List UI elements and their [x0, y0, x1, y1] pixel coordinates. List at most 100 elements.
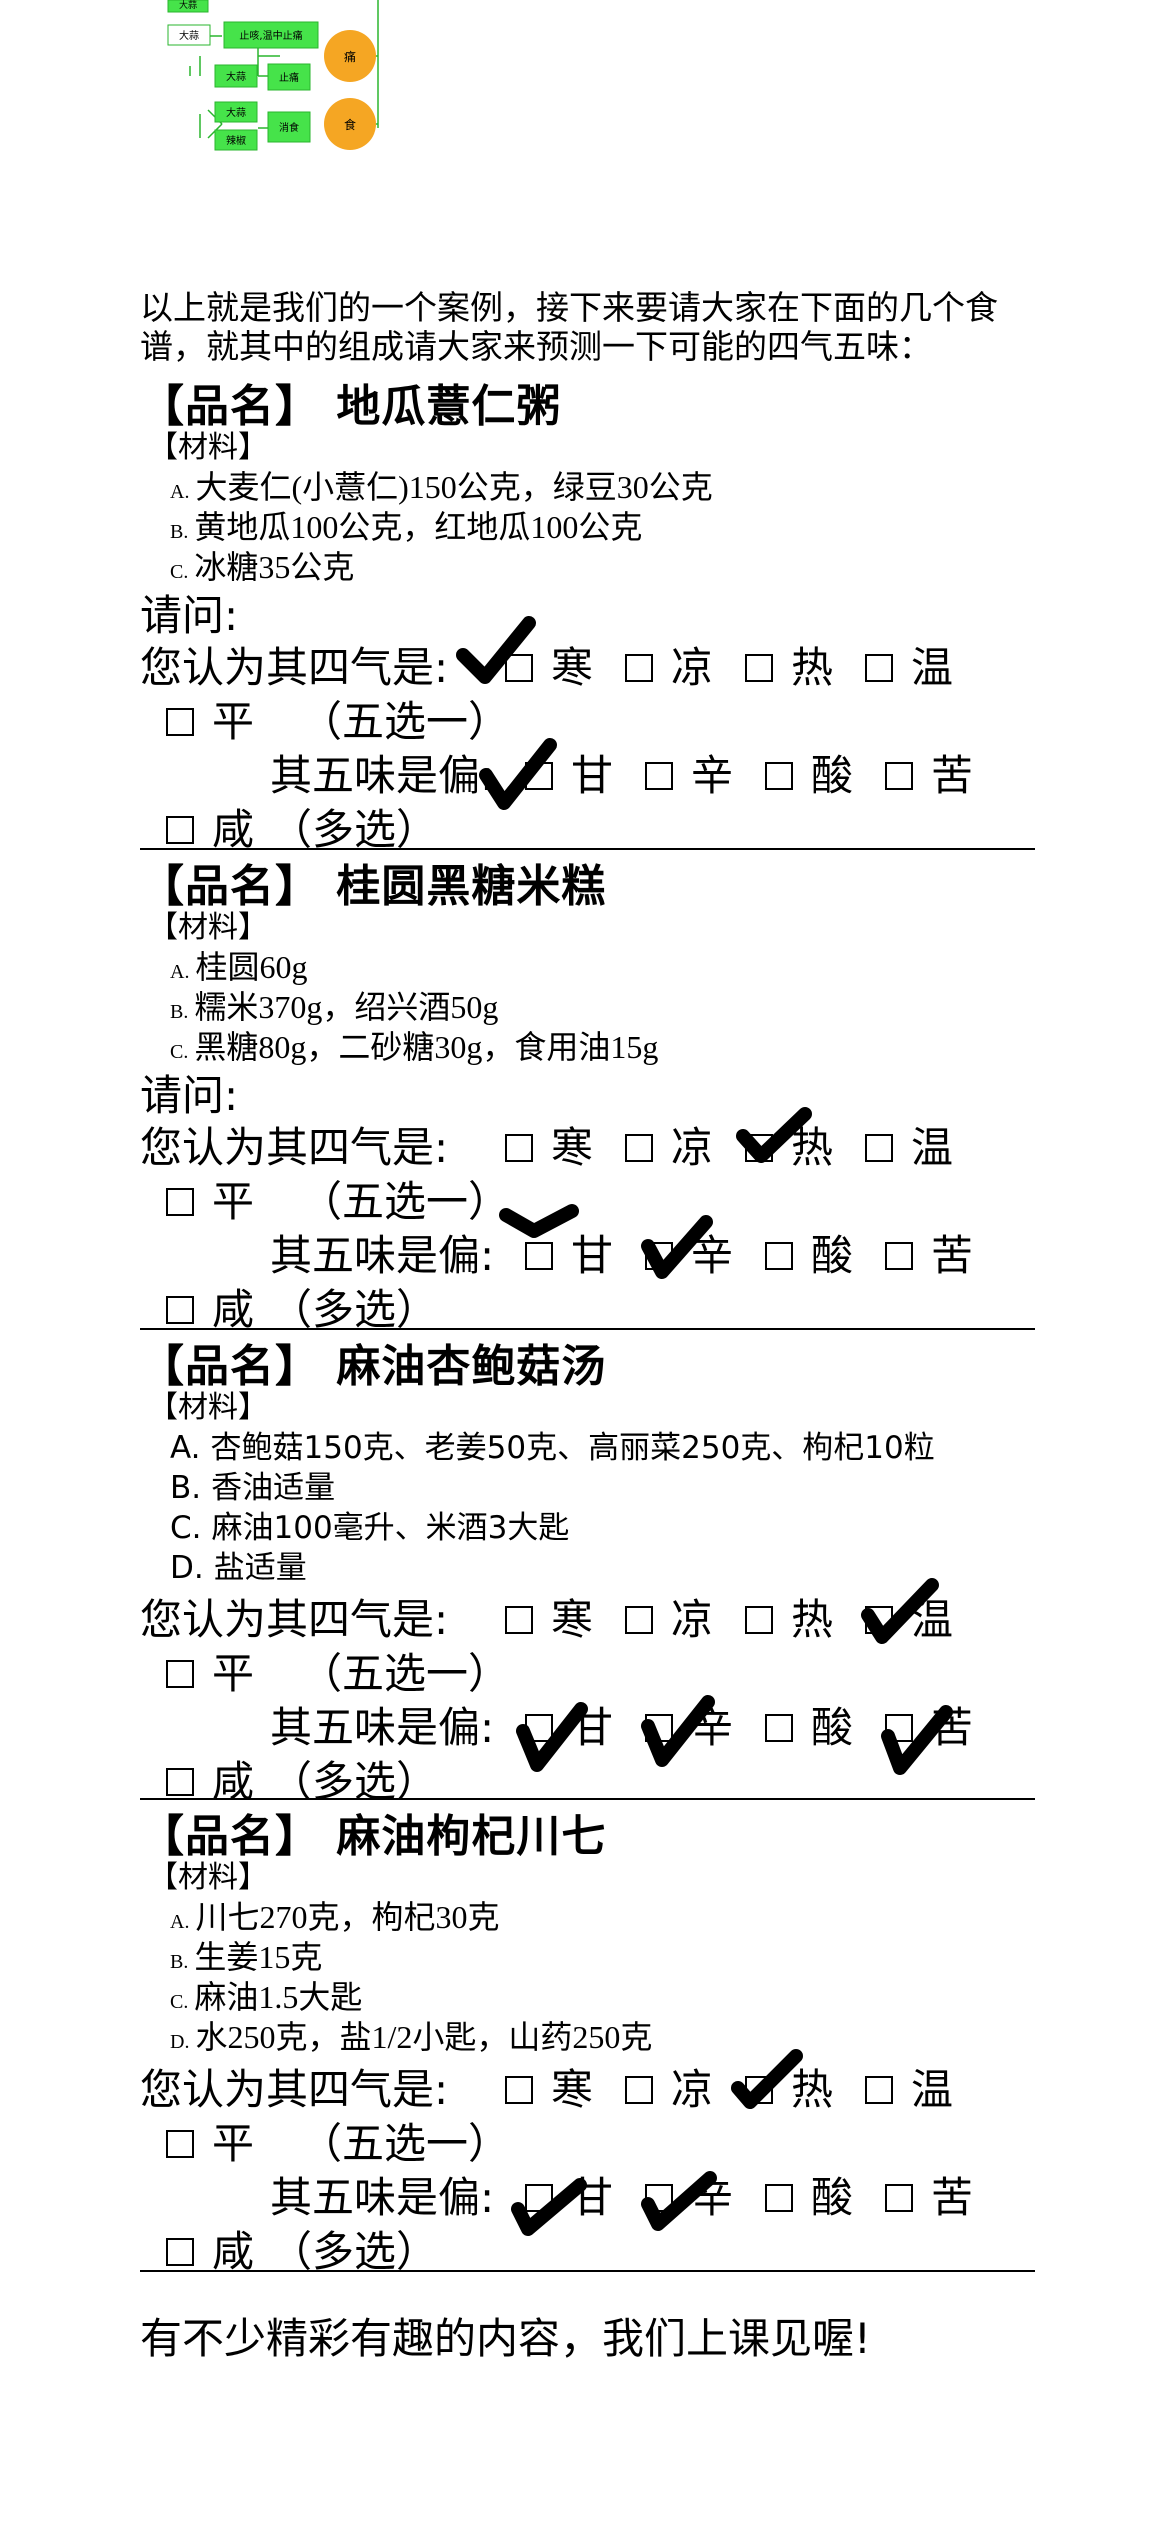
- checkbox-icon[interactable]: [865, 1133, 893, 1162]
- qi-option-cold[interactable]: 寒: [505, 634, 593, 695]
- diagram-box: 大蒜: [167, 0, 209, 13]
- recipe-section: 【品名】 麻油枸杞川七 【材料】 A.川七270克，枸杞30克 B.生姜15克 …: [140, 1800, 1040, 2276]
- checkmark-icon: [736, 1107, 812, 1163]
- checkbox-icon[interactable]: [166, 1659, 194, 1688]
- ingredient-item: B.生姜15克: [170, 1939, 323, 1975]
- checkbox-icon[interactable]: [865, 2075, 893, 2104]
- svg-text:大蒜: 大蒜: [179, 0, 197, 11]
- checkbox-icon[interactable]: [885, 1241, 913, 1270]
- checkmark-icon: [881, 1705, 953, 1775]
- qi-option-neutral[interactable]: 平: [166, 1168, 254, 1229]
- qi-option-warm[interactable]: 温: [865, 2056, 953, 2117]
- qi-option-warm[interactable]: 温: [865, 634, 953, 695]
- diagram-box: 消食: [267, 111, 311, 143]
- checkbox-icon[interactable]: [505, 2075, 533, 2104]
- checkbox-icon[interactable]: [625, 2075, 653, 2104]
- svg-text:大蒜: 大蒜: [226, 70, 246, 83]
- taste-option-sweet[interactable]: 甘: [525, 1694, 613, 1755]
- ingredient-item: B.香油适量: [170, 1470, 336, 1506]
- checkbox-icon[interactable]: [885, 761, 913, 790]
- checkbox-icon[interactable]: [166, 1767, 194, 1796]
- ingredient-item: A.杏鲍菇150克、老姜50克、高丽菜250克、枸杞10粒: [170, 1430, 935, 1466]
- checkbox-icon[interactable]: [865, 653, 893, 682]
- qi-note: （五选一）: [300, 2119, 511, 2168]
- taste-option-pungent[interactable]: 辛: [645, 742, 733, 803]
- qi-option-cool[interactable]: 凉: [625, 2056, 713, 2117]
- taste-option-bitter[interactable]: 苦: [885, 2164, 973, 2225]
- qi-option-cool[interactable]: 凉: [625, 1114, 713, 1175]
- qi-note: （五选一）: [300, 1649, 511, 1698]
- qi-option-cold[interactable]: 寒: [505, 1586, 593, 1647]
- qi-option-neutral[interactable]: 平: [166, 688, 254, 749]
- checkmark-icon: [641, 2171, 717, 2231]
- checkbox-icon[interactable]: [625, 653, 653, 682]
- taste-option-sweet[interactable]: 甘: [525, 1222, 613, 1283]
- diagram-box: 大蒜: [214, 64, 258, 88]
- checkbox-icon[interactable]: [525, 2183, 553, 2212]
- svg-text:消食: 消食: [279, 121, 299, 134]
- checkmark-icon: [479, 738, 557, 810]
- checkbox-icon[interactable]: [645, 761, 673, 790]
- checkbox-icon[interactable]: [166, 1187, 194, 1216]
- checkbox-icon[interactable]: [505, 653, 533, 682]
- ingredient-item: C.麻油100毫升、米酒3大匙: [170, 1510, 570, 1546]
- checkbox-icon[interactable]: [745, 1605, 773, 1634]
- ingredient-item: B.糯米370g，绍兴酒50g: [170, 989, 499, 1025]
- checkmark-icon: [731, 2049, 803, 2109]
- qi-option-hot[interactable]: 热: [745, 634, 833, 695]
- checkbox-icon[interactable]: [166, 1295, 194, 1324]
- taste-option-sour[interactable]: 酸: [765, 1694, 853, 1755]
- taste-option-salty[interactable]: 咸: [166, 796, 254, 857]
- section-divider: [140, 1328, 1035, 1330]
- checkbox-icon[interactable]: [765, 1241, 793, 1270]
- qi-option-neutral[interactable]: 平: [166, 1640, 254, 1701]
- taste-option-bitter[interactable]: 苦: [885, 742, 973, 803]
- qi-option-warm[interactable]: 温: [865, 1114, 953, 1175]
- checkbox-icon[interactable]: [885, 2183, 913, 2212]
- recipe-section: 【品名】 地瓜薏仁粥 【材料】 A.大麦仁(小薏仁)150公克，绿豆30公克 B…: [140, 370, 1040, 854]
- checkbox-icon[interactable]: [765, 761, 793, 790]
- taste-option-sour[interactable]: 酸: [765, 1222, 853, 1283]
- checkbox-icon[interactable]: [505, 1605, 533, 1634]
- qi-prompt: 您认为其四气是:: [140, 643, 449, 692]
- taste-option-salty[interactable]: 咸: [166, 2218, 254, 2279]
- taste-option-salty[interactable]: 咸: [166, 1276, 254, 1337]
- taste-note: （多选）: [270, 2227, 439, 2276]
- checkbox-icon[interactable]: [166, 707, 194, 736]
- checkmark-icon: [499, 1204, 579, 1238]
- taste-option-salty[interactable]: 咸: [166, 1748, 254, 1809]
- qi-prompt: 您认为其四气是:: [140, 2065, 449, 2114]
- qi-option-neutral[interactable]: 平: [166, 2110, 254, 2171]
- checkbox-icon[interactable]: [625, 1605, 653, 1634]
- qi-option-cool[interactable]: 凉: [625, 1586, 713, 1647]
- qi-option-cold[interactable]: 寒: [505, 1114, 593, 1175]
- intro-text: 以上就是我们的一个案例，接下来要请大家在下面的几个食谱，就其中的组成请大家来预测…: [140, 288, 998, 366]
- checkbox-icon[interactable]: [765, 1713, 793, 1742]
- qi-option-hot[interactable]: 热: [745, 1586, 833, 1647]
- taste-prompt: 其五味是偏:: [270, 751, 495, 800]
- ingredient-item: A.大麦仁(小薏仁)150公克，绿豆30公克: [170, 469, 713, 505]
- checkbox-icon[interactable]: [166, 815, 194, 844]
- question-label: 请问:: [140, 591, 239, 640]
- checkbox-icon[interactable]: [745, 653, 773, 682]
- taste-option-sour[interactable]: 酸: [765, 2164, 853, 2225]
- qi-option-cool[interactable]: 凉: [625, 634, 713, 695]
- checkmark-icon: [861, 1578, 939, 1644]
- checkbox-icon[interactable]: [505, 1133, 533, 1162]
- materials-label: 【材料】: [148, 1390, 268, 1425]
- checkbox-icon[interactable]: [166, 2237, 194, 2266]
- checkmark-icon: [456, 616, 536, 684]
- checkbox-icon[interactable]: [166, 2129, 194, 2158]
- checkmark-icon: [516, 1702, 588, 1772]
- svg-text:痛: 痛: [344, 49, 356, 64]
- checkbox-icon[interactable]: [525, 1241, 553, 1270]
- diagram-box: 辣椒: [214, 129, 258, 151]
- taste-option-bitter[interactable]: 苦: [885, 1222, 973, 1283]
- checkbox-icon[interactable]: [885, 1713, 913, 1742]
- diagram-circle: 食: [324, 98, 376, 150]
- checkbox-icon[interactable]: [625, 1133, 653, 1162]
- checkbox-icon[interactable]: [765, 2183, 793, 2212]
- recipe-title: 【品名】 桂圆黑糖米糕: [140, 861, 607, 912]
- taste-option-sour[interactable]: 酸: [765, 742, 853, 803]
- qi-option-cold[interactable]: 寒: [505, 2056, 593, 2117]
